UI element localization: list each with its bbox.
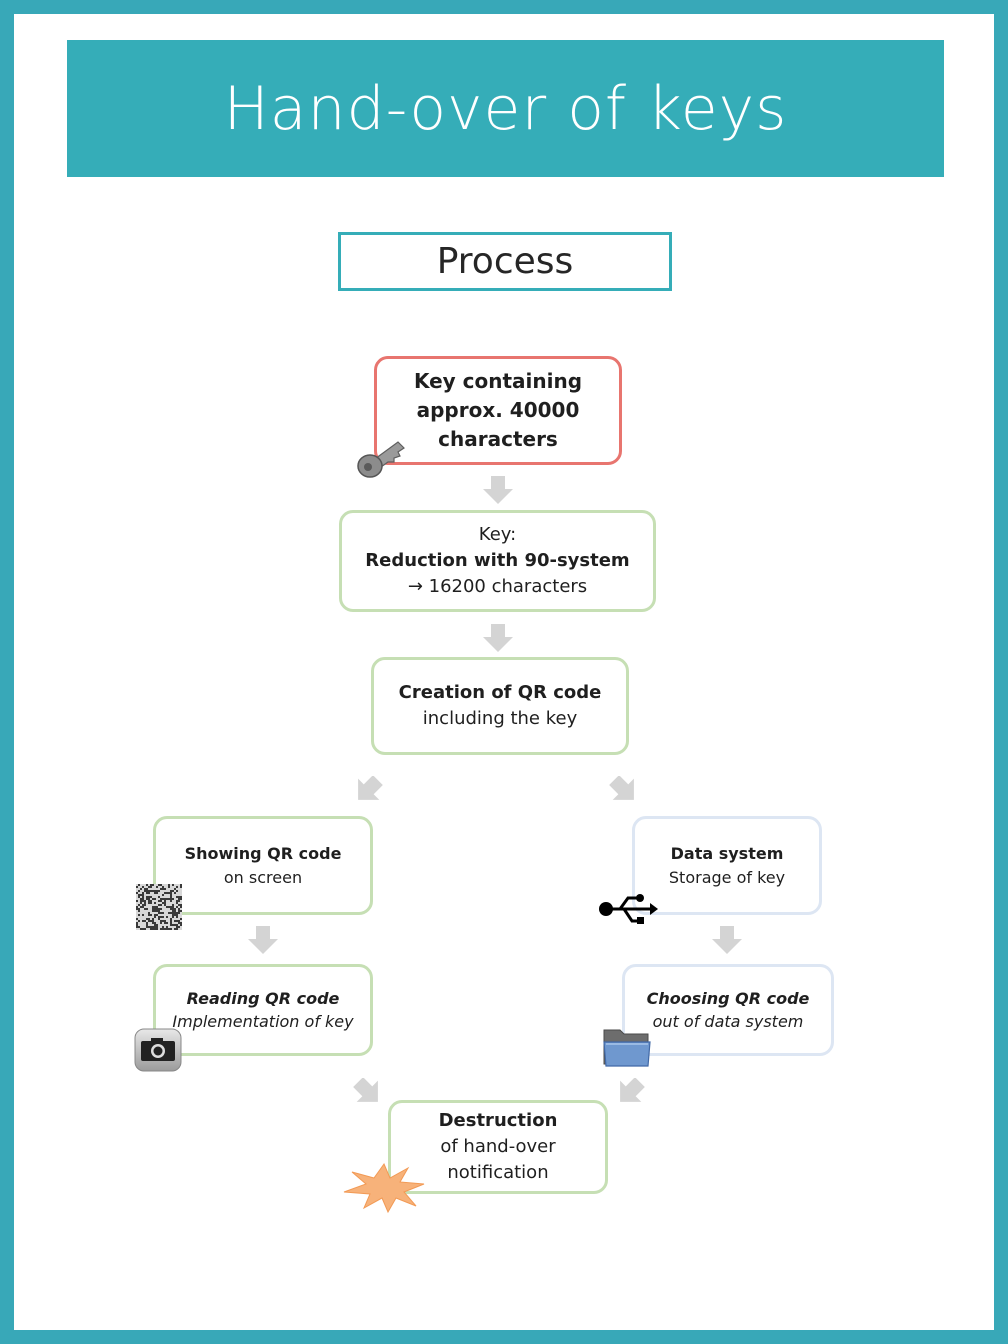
- node-data-system-line1: Data system: [670, 844, 784, 864]
- node-qr-creation-line2: including the key: [422, 708, 578, 729]
- arrow-down-1: [483, 476, 513, 504]
- node-reduction-line2: Reduction with 90-system: [365, 549, 630, 571]
- node-data-system-line2: Storage of key: [668, 867, 786, 887]
- camera-icon: [134, 1028, 182, 1072]
- process-subtitle-box: Process: [338, 232, 672, 291]
- node-reduction-line3: → 16200 characters: [407, 576, 588, 598]
- node-destruction: Destruction of hand-over notification: [388, 1100, 608, 1194]
- arrow-down-right-branch: [712, 926, 742, 954]
- usb-icon: [599, 894, 658, 924]
- node-destruction-line1: Destruction: [438, 1109, 558, 1131]
- node-showing-line2: on screen: [223, 867, 303, 887]
- title-banner: Hand-over of keys: [67, 40, 944, 177]
- node-showing-line1: Showing QR code: [184, 844, 342, 864]
- arrow-down-left-branch: [248, 926, 278, 954]
- arrow-converge-left: [353, 1078, 378, 1102]
- key-icon: [357, 441, 405, 478]
- node-key-line1: Key containing: [413, 369, 583, 393]
- arrow-down-2: [483, 624, 513, 652]
- page-title: Hand-over of keys: [223, 73, 788, 144]
- qr-code-icon: [136, 884, 182, 930]
- node-choosing-line2: out of data system: [652, 1012, 804, 1031]
- process-subtitle: Process: [436, 241, 574, 282]
- arrow-down-right: [609, 776, 634, 800]
- node-data-system: Data system Storage of key: [632, 816, 822, 915]
- node-reading-line2: Implementation of key: [172, 1012, 354, 1031]
- node-reading-line1: Reading QR code: [186, 988, 340, 1008]
- folder-icon: [603, 1029, 651, 1067]
- node-choosing-line1: Choosing QR code: [646, 988, 810, 1008]
- node-reading: Reading QR code Implementation of key: [153, 964, 373, 1056]
- node-choosing: Choosing QR code out of data system: [622, 964, 834, 1056]
- node-key: Key containing approx. 40000 characters: [374, 356, 622, 465]
- explosion-icon: [343, 1162, 425, 1214]
- node-destruction-line3: notification: [447, 1162, 549, 1184]
- node-key-line2: approx. 40000: [416, 398, 580, 422]
- arrow-down-left: [358, 776, 383, 800]
- node-showing: Showing QR code on screen: [153, 816, 373, 915]
- node-reduction-line1: Key:: [478, 523, 517, 545]
- node-qr-creation: Creation of QR code including the key: [371, 657, 629, 755]
- node-destruction-line2: of hand-over: [440, 1135, 556, 1157]
- arrow-converge-right: [620, 1078, 645, 1102]
- node-qr-creation-line1: Creation of QR code: [398, 681, 602, 703]
- node-key-line3: characters: [438, 427, 558, 451]
- node-reduction: Key: Reduction with 90-system → 16200 ch…: [339, 510, 656, 612]
